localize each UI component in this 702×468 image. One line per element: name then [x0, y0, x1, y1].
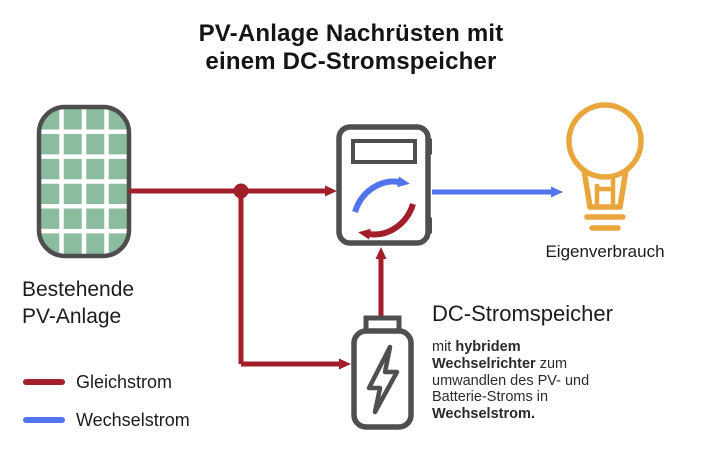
consumption-label: Eigenverbrauch: [545, 242, 665, 261]
dc-line-swatch: [23, 379, 65, 385]
storage-title: DC-Stromspeicher: [432, 301, 613, 326]
light-bulb-icon: [566, 102, 644, 231]
ac-line-swatch: [23, 417, 65, 423]
lightning-bolt-icon: [366, 344, 400, 415]
dc-cycle-arrow-icon: [358, 202, 416, 240]
battery-icon: [351, 315, 414, 430]
bulb-filament: [594, 175, 616, 205]
legend-item-wechselstrom: Wechselstrom: [23, 409, 190, 431]
solar-panel-icon: [36, 104, 132, 259]
title-line-2: einem DC-Stromspeicher: [205, 48, 497, 75]
title-line-1: PV-Anlage Nachrüsten mit: [198, 20, 504, 47]
legend-item-gleichstrom: Gleichstrom: [23, 371, 172, 393]
junction-dot: [233, 183, 249, 199]
legend-label-gleichstrom: Gleichstrom: [76, 371, 173, 392]
inverter-icon: [336, 124, 432, 246]
dc-line-branch-to-battery: [238, 191, 351, 370]
page-title: PV-Anlage Nachrüsten mit einem DC-Stroms…: [0, 20, 702, 76]
legend-label-wechselstrom: Wechselstrom: [76, 409, 190, 430]
inverter-display: [351, 139, 417, 164]
pv-panel-label: Bestehende PV-Anlage: [22, 278, 135, 328]
ac-cycle-arrow-icon: [352, 176, 410, 214]
